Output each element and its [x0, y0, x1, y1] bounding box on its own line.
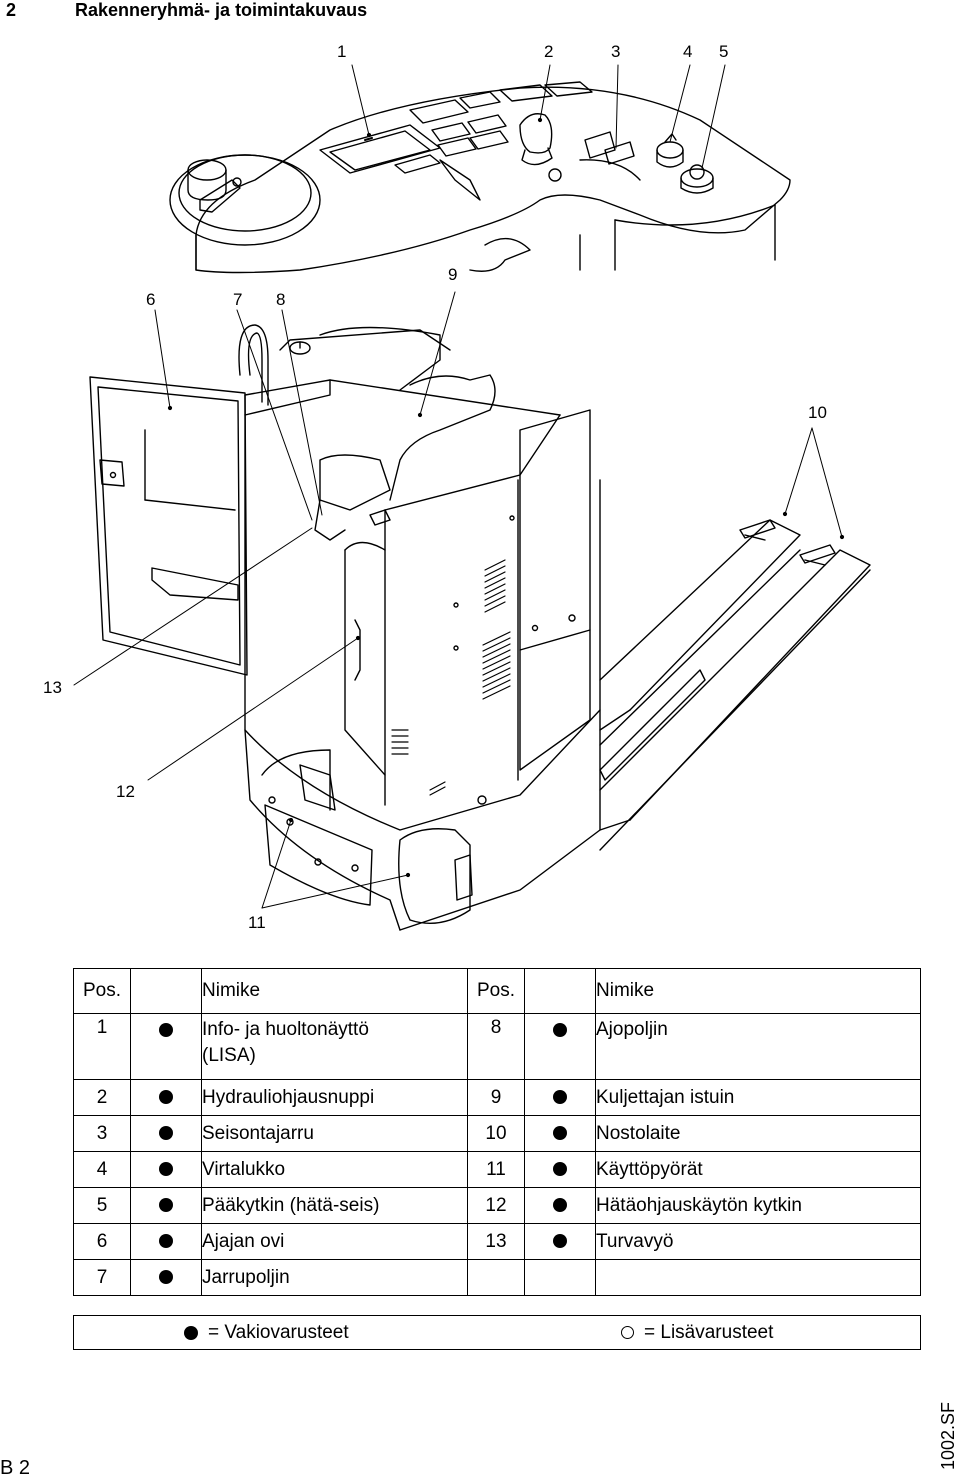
callout-11: 11	[248, 913, 266, 932]
standard-dot-icon	[553, 1198, 567, 1213]
callout-3: 3	[611, 42, 621, 61]
equipment-key: = Vakiovarusteet = Lisävarusteet	[73, 1315, 921, 1350]
standard-dot-icon	[159, 1198, 173, 1213]
table-row: 2 Hydrauliohjausnuppi 9 Kuljettajan istu…	[73, 1079, 921, 1116]
table-row: 5 Pääkytkin (hätä-seis) 12 Hätäohjauskäy…	[73, 1187, 921, 1224]
header-pos: Pos.	[73, 968, 131, 1014]
truck-illustration: 1 2 3 4 5 6 7 8 9 10 11 12 13	[0, 30, 960, 950]
callout-7: 7	[233, 290, 243, 309]
legend-header-row: Pos. Nimike Pos. Nimike	[73, 968, 921, 1014]
callout-2: 2	[544, 42, 554, 61]
standard-dot-icon	[159, 1090, 173, 1105]
callout-6: 6	[146, 290, 156, 309]
truck-drawing	[73, 64, 871, 931]
standard-dot-icon	[159, 1022, 173, 1037]
standard-dot-icon	[159, 1162, 173, 1177]
optional-ring-icon	[621, 1326, 634, 1340]
standard-dot-icon	[159, 1270, 173, 1285]
standard-dot-icon	[553, 1126, 567, 1141]
table-row: 6 Ajajan ovi 13 Turvavyö	[73, 1223, 921, 1260]
standard-dot-icon	[159, 1234, 173, 1249]
callout-13: 13	[43, 678, 62, 697]
callout-9: 9	[448, 265, 458, 284]
page-number: B 2	[0, 1457, 31, 1479]
callout-12: 12	[116, 782, 135, 801]
legend-table: Pos. Nimike Pos. Nimike 1 Info- ja huolt…	[73, 968, 921, 1296]
console-detail	[169, 81, 791, 274]
callout-lines-bottom	[73, 291, 845, 909]
section-title: Rakenneryhmä- ja toimintakuvaus	[75, 0, 368, 20]
standard-dot-icon	[159, 1126, 173, 1141]
truck-body	[89, 324, 871, 931]
standard-dot-icon	[553, 1162, 567, 1177]
section-header: 2 Rakenneryhmä- ja toimintakuvaus	[0, 0, 960, 28]
callout-10: 10	[808, 403, 827, 422]
callout-1: 1	[337, 42, 347, 61]
key-standard: = Vakiovarusteet	[184, 1322, 349, 1344]
table-row: 4 Virtalukko 11 Käyttöpyörät	[73, 1151, 921, 1188]
standard-dot-icon	[184, 1325, 198, 1340]
standard-dot-icon	[553, 1090, 567, 1105]
document-reference: 1002.SF	[938, 1401, 958, 1470]
standard-dot-icon	[553, 1022, 567, 1037]
header-pos-2: Pos.	[467, 968, 525, 1014]
section-number: 2	[6, 0, 17, 20]
callout-8: 8	[276, 290, 286, 309]
callout-4: 4	[683, 42, 693, 61]
key-optional: = Lisävarusteet	[621, 1322, 773, 1344]
header-name-2: Nimike	[595, 968, 921, 1014]
header-name: Nimike	[201, 968, 468, 1014]
callout-lines-top	[351, 64, 726, 169]
table-row: 1 Info- ja huoltonäyttö(LISA) 8 Ajopolji…	[73, 1013, 921, 1080]
callout-5: 5	[719, 42, 729, 61]
table-row: 7 Jarrupoljin	[73, 1259, 921, 1296]
standard-dot-icon	[553, 1234, 567, 1249]
table-row: 3 Seisontajarru 10 Nostolaite	[73, 1115, 921, 1152]
